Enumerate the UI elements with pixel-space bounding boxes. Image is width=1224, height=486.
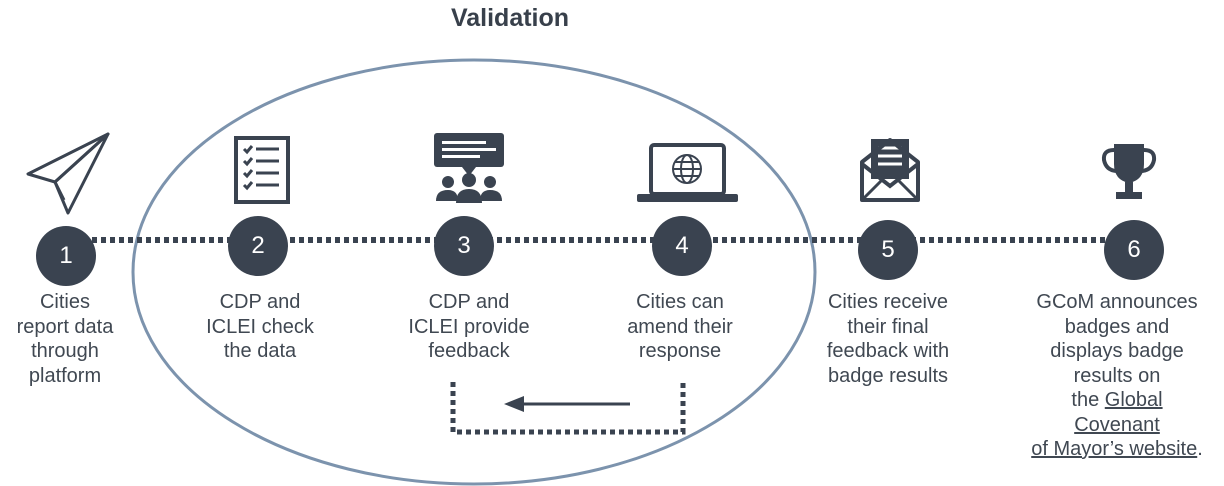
step-number-6: 6 [1104,220,1164,280]
step-label-4: Cities can amend their response [605,290,755,364]
step-6-line-4: results on [1073,364,1161,387]
step-6-link-suffix: . [1197,438,1203,460]
step-number-2: 2 [228,216,288,276]
step-5-line-2: their final [847,315,929,338]
step-2-line-3: the data [223,340,297,362]
feedback-arrow-icon [504,396,630,412]
step-1-line-1: Cities [39,291,90,313]
step-6-link-prefix: the [1071,389,1105,411]
step-6-line-2: badges and [1064,315,1170,338]
step-1-line-2: report data [16,315,114,338]
step-3-line-1: CDP and [428,291,510,313]
feedback-loop-bracket [450,382,686,435]
step-3-line-2: ICLEI provide [408,315,530,338]
step-6-line-7: of Mayor’s website. [1014,437,1220,462]
step-label-3: CDP and ICLEI provide feedback [394,290,544,364]
step-label-5: Cities receive their final feedback with… [808,290,968,388]
laptop-globe-icon [637,143,738,202]
step-4-line-3: response [638,340,722,362]
validation-ellipse [131,58,817,486]
step-5-line-4: badge results [827,364,949,387]
diagram-title: Validation [450,4,570,32]
step-6-line-1: GCoM announces [1036,291,1198,313]
step-number-3: 3 [434,216,494,276]
step-label-6: GCoM announces badges and displays badge… [1014,290,1220,462]
step-label-2: CDP and ICLEI check the data [195,290,325,364]
step-number-5: 5 [858,220,918,280]
step-label-1: Cities report data through platform [5,290,125,388]
step-2-line-2: ICLEI check [206,315,314,338]
step-1-line-4: platform [28,364,102,387]
step-5-line-1: Cities receive [827,291,949,313]
trophy-icon [1101,144,1157,199]
step-number-4: 4 [652,216,712,276]
envelope-letter-icon [860,138,920,202]
gcom-website-link-part-2[interactable]: Covenant [1074,413,1160,436]
checklist-icon [234,136,290,204]
step-2-line-1: CDP and [219,291,301,313]
gcom-website-link-part-3[interactable]: of Mayor’s website [1031,438,1198,460]
step-5-line-3: feedback with [826,340,950,362]
step-6-line-5: the Global [1014,388,1220,413]
step-3-line-3: feedback [428,340,510,362]
step-4-line-1: Cities can [636,291,724,313]
step-6-line-3: displays badge [1050,340,1184,362]
step-1-line-3: through [31,340,99,362]
step-number-1: 1 [36,226,96,286]
paper-plane-icon [26,132,110,215]
gcom-website-link-part-1[interactable]: Global [1104,389,1163,411]
group-feedback-icon [434,133,504,203]
step-4-line-2: amend their [627,315,733,338]
